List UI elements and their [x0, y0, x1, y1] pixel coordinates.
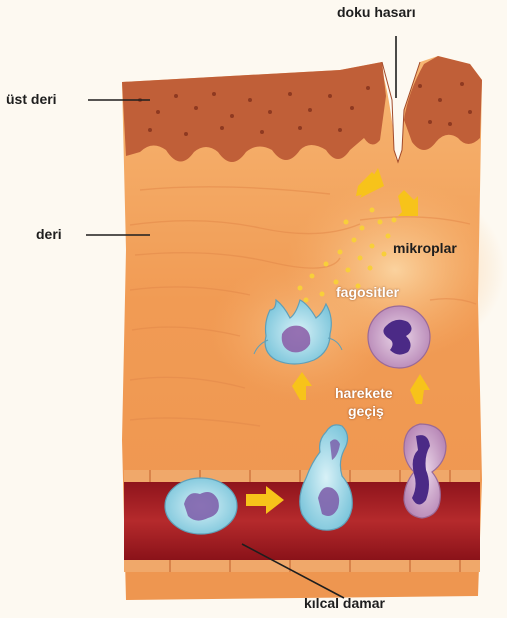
label-epidermis: üst deri	[6, 91, 57, 107]
label-migration-line2: geçiş	[348, 403, 384, 419]
label-capillary: kılcal damar	[304, 595, 385, 611]
label-dermis: deri	[36, 226, 62, 242]
phagocyte-purple	[368, 306, 430, 368]
label-microbes: mikroplar	[393, 240, 457, 256]
epidermis-layer	[122, 56, 482, 162]
blue-cell-in-vessel	[165, 478, 237, 534]
label-phagocytes: fagositler	[336, 284, 399, 300]
label-migration-line1: harekete	[335, 385, 393, 401]
label-tissue-damage: doku hasarı	[337, 4, 416, 20]
